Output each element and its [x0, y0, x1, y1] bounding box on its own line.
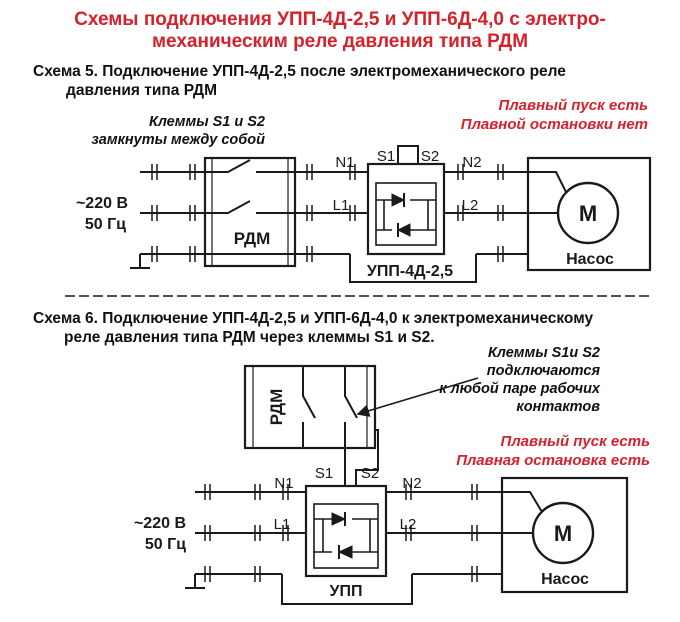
- scheme6-terminal-ticks-left: [204, 484, 289, 582]
- scheme6-motor-wires: [502, 491, 543, 534]
- scheme5-title: Схема 5. Подключение УПП-4Д-2,5 после эл…: [33, 62, 566, 100]
- scheme5-terminals-note-line2: замкнуты между собой: [91, 132, 265, 148]
- scheme5-thyristor-wiring: [376, 199, 436, 231]
- main-title-line2: механическим реле давления типа РДМ: [151, 31, 529, 52]
- scheme6-pump-label: Насос: [541, 571, 589, 588]
- scheme5-terminal-n2: N2: [462, 154, 481, 171]
- scheme5-terminal-s2: S2: [421, 148, 439, 165]
- scheme6-device-label-frame: [281, 574, 413, 605]
- scheme5-red-note-line1: Плавный пуск есть: [498, 97, 648, 114]
- scheme6-terminals-note: Клеммы S1и S2 подключаются к любой паре …: [400, 344, 600, 416]
- scheme6-terminal-l2: L2: [400, 516, 417, 533]
- scheme5-supply-freq: 50 Гц: [85, 216, 126, 233]
- scheme5-device-box: [366, 162, 446, 256]
- scheme6-red-note-line2: Плавная остановка есть: [456, 452, 650, 469]
- scheme5-terminal-l2: L2: [462, 197, 479, 214]
- scheme5-device-label: УПП-4Д-2,5: [367, 263, 453, 280]
- scheme6-supply-freq: 50 Гц: [145, 536, 186, 553]
- scheme6-thyristor-block: [313, 503, 379, 569]
- scheme6-motor-label: M: [554, 521, 572, 546]
- scheme5-title-line2: давления типа РДМ: [66, 82, 218, 99]
- scheme6-note-arrow: [356, 377, 479, 417]
- scheme5-supply-voltage: ~220 В: [76, 195, 128, 212]
- scheme5-title-line1: Схема 5. Подключение УПП-4Д-2,5 после эл…: [33, 63, 566, 80]
- scheme6-supply-voltage: ~220 В: [134, 515, 186, 532]
- scheme6-terminal-ticks-right: [405, 484, 478, 582]
- scheme5-terminals-note: Клеммы S1 и S2 замкнуты между собой: [60, 113, 265, 149]
- scheme6-title-line1: Схема 6. Подключение УПП-4Д-2,5 и УПП-6Д…: [33, 310, 594, 327]
- scheme5-motor-wires: [528, 171, 567, 214]
- scheme6-pump-box: [500, 476, 629, 594]
- scheme6-terminals-note-line3: к любой паре рабочих: [439, 381, 600, 397]
- scheme6-title-line2: реле давления типа РДМ через клеммы S1 и…: [64, 329, 435, 346]
- main-title-line1: Схемы подключения УПП-4Д-2,5 и УПП-6Д-4,…: [74, 9, 606, 30]
- scheme6-device-box: [304, 484, 388, 578]
- scheme6-relay-to-s2: [355, 429, 379, 486]
- scheme5-thyristor-2: [396, 223, 411, 237]
- scheme5-diagram: [130, 145, 652, 283]
- scheme6-device-label: УПП: [330, 583, 363, 600]
- scheme5-terminal-s1: S1: [377, 148, 395, 165]
- scheme6-relay-label: РДМ: [267, 389, 286, 426]
- scheme5-pump-label: Насос: [566, 251, 614, 268]
- scheme6-terminals-note-line1: Клеммы S1и S2: [487, 345, 600, 361]
- scheme5-terminal-ticks-right: [457, 164, 504, 262]
- scheme6-terminal-n2: N2: [402, 475, 421, 492]
- scheme6-diagram: [185, 364, 629, 605]
- scheme5-relay-contact-mid: [200, 200, 300, 214]
- scheme5-thyristor-block: [375, 182, 437, 246]
- scheme5-device-label-frame: [349, 254, 477, 283]
- scheme5-terminal-ticks-left: [151, 164, 196, 262]
- scheme6-terminals-note-line2: подключаются: [486, 363, 600, 379]
- scheme5-relay-label: РДМ: [234, 229, 271, 248]
- scheme6-title: Схема 6. Подключение УПП-4Д-2,5 и УПП-6Д…: [33, 309, 593, 347]
- scheme5-terminal-l1: L1: [333, 197, 350, 214]
- main-title: Схемы подключения УПП-4Д-2,5 и УПП-6Д-4,…: [0, 9, 680, 53]
- scheme6-thyristor-wiring: [314, 518, 378, 553]
- scheme6-red-note: Плавный пуск есть Плавная остановка есть: [456, 432, 650, 470]
- scheme5-terminal-ticks-mid: [306, 164, 356, 262]
- scheme5-s1s2-bridge: [397, 145, 419, 164]
- scheme5-terminals-note-line1: Клеммы S1 и S2: [148, 114, 265, 130]
- scheme5-thyristor-1: [391, 193, 406, 207]
- scheme6-terminal-s2: S2: [361, 465, 379, 482]
- scheme5-motor-label: M: [579, 201, 597, 226]
- scheme6-terminals-note-line4: контактов: [516, 399, 600, 415]
- scheme5-red-note: Плавный пуск есть Плавной остановки нет: [461, 96, 648, 134]
- scheme6-relay-contact-1: [302, 366, 316, 448]
- scheme6-terminal-n1: N1: [274, 475, 293, 492]
- scheme6-relay-box: [243, 364, 377, 450]
- scheme6-relay-contact-2: [344, 366, 358, 448]
- scheme5-relay-contact-top: [200, 159, 300, 173]
- scheme6-red-note-line1: Плавный пуск есть: [500, 433, 650, 450]
- scheme6-terminal-s1: S1: [315, 465, 333, 482]
- scheme6-thyristor-1: [331, 512, 347, 526]
- scheme5-terminal-n1: N1: [335, 154, 354, 171]
- scheme6-terminal-l1: L1: [274, 516, 291, 533]
- scheme5-red-note-line2: Плавной остановки нет: [460, 116, 648, 133]
- scheme6-thyristor-2: [337, 545, 353, 559]
